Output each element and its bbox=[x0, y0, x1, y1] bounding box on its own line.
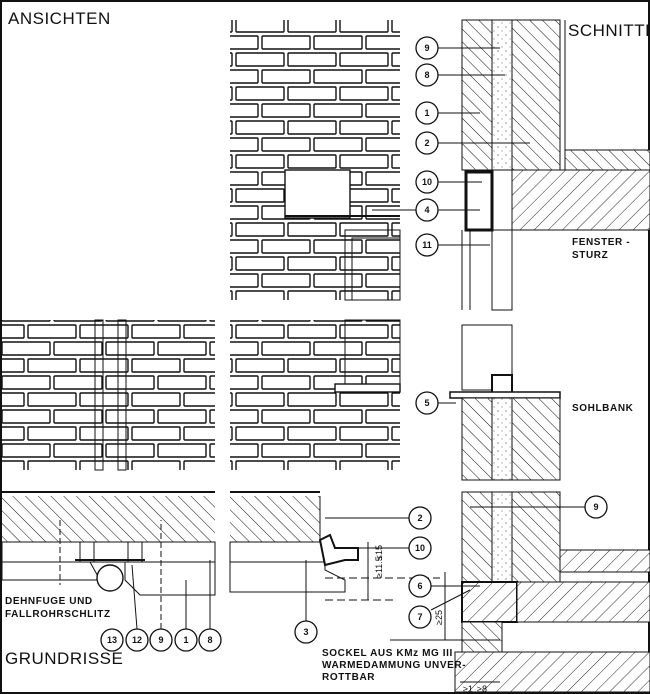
callout-11: 11 bbox=[415, 233, 439, 257]
callout-8-b: 8 bbox=[198, 628, 222, 652]
svg-text:2: 2 bbox=[424, 138, 429, 148]
label-base-3: ROTTBAR bbox=[322, 672, 375, 683]
callout-10-b: 10 bbox=[408, 536, 432, 560]
label-lintel-2: STURZ bbox=[572, 250, 608, 261]
svg-text:8: 8 bbox=[424, 70, 429, 80]
dim-max-15: ≤15 bbox=[374, 545, 384, 560]
section-wall bbox=[449, 19, 650, 693]
svg-text:2: 2 bbox=[417, 513, 422, 523]
dim-min-1: ≥1 bbox=[463, 684, 473, 694]
label-sill: SOHLBANK bbox=[572, 403, 634, 414]
callout-13: 13 bbox=[100, 628, 124, 652]
dim-min-11-5: ≥11.5 bbox=[374, 556, 384, 578]
heading-plans: GRUNDRISSE bbox=[5, 649, 123, 668]
label-joint-1: DEHNFUGE UND bbox=[5, 596, 93, 607]
callout-9-c: 9 bbox=[149, 628, 173, 652]
svg-text:13: 13 bbox=[107, 635, 117, 645]
svg-text:5: 5 bbox=[424, 398, 429, 408]
dimensions: ≥11.5 ≤15 ≥25 ≥1 ≥8 bbox=[367, 542, 500, 694]
dim-min-25: ≥25 bbox=[434, 610, 444, 625]
svg-text:1: 1 bbox=[183, 635, 188, 645]
svg-text:3: 3 bbox=[303, 627, 308, 637]
plan-left bbox=[1, 491, 216, 596]
plan-right bbox=[229, 491, 395, 601]
callout-1-a: 1 bbox=[415, 101, 439, 125]
svg-text:1: 1 bbox=[424, 108, 429, 118]
svg-text:4: 4 bbox=[424, 205, 429, 215]
callout-9-a: 9 bbox=[415, 36, 439, 60]
svg-text:9: 9 bbox=[424, 43, 429, 53]
svg-text:11: 11 bbox=[422, 240, 432, 250]
svg-text:8: 8 bbox=[207, 635, 212, 645]
callout-4: 4 bbox=[415, 198, 439, 222]
callout-12: 12 bbox=[125, 628, 149, 652]
callout-8-a: 8 bbox=[415, 63, 439, 87]
svg-text:10: 10 bbox=[422, 177, 432, 187]
elevation-upper bbox=[230, 20, 401, 301]
callout-9-b: 9 bbox=[584, 495, 608, 519]
svg-text:10: 10 bbox=[415, 543, 425, 553]
label-lintel-1: FENSTER - bbox=[572, 237, 630, 248]
callout-5: 5 bbox=[415, 391, 439, 415]
svg-text:7: 7 bbox=[417, 612, 422, 622]
elevation-lower-left bbox=[2, 319, 215, 471]
label-base-1: SOCKEL AUS KMz MG III bbox=[322, 648, 453, 659]
dim-min-8: ≥8 bbox=[477, 684, 487, 694]
elevation-lower-right bbox=[230, 319, 401, 470]
callout-7: 7 bbox=[408, 605, 432, 629]
svg-text:9: 9 bbox=[158, 635, 163, 645]
callout-10-a: 10 bbox=[415, 170, 439, 194]
callout-3: 3 bbox=[294, 620, 318, 644]
callout-2-b: 2 bbox=[408, 506, 432, 530]
callout-2-a: 2 bbox=[415, 131, 439, 155]
heading-sections: SCHNITTE bbox=[568, 21, 650, 40]
leader-lines bbox=[59, 47, 585, 641]
callout-1-b: 1 bbox=[174, 628, 198, 652]
svg-text:12: 12 bbox=[132, 635, 142, 645]
label-base-2: WARMEDAMMUNG UNVER- bbox=[322, 660, 466, 671]
svg-text:9: 9 bbox=[593, 502, 598, 512]
label-joint-2: FALLROHRSCHLITZ bbox=[5, 609, 111, 620]
heading-views: ANSICHTEN bbox=[8, 9, 111, 28]
svg-text:6: 6 bbox=[417, 581, 422, 591]
callout-6: 6 bbox=[408, 574, 432, 598]
